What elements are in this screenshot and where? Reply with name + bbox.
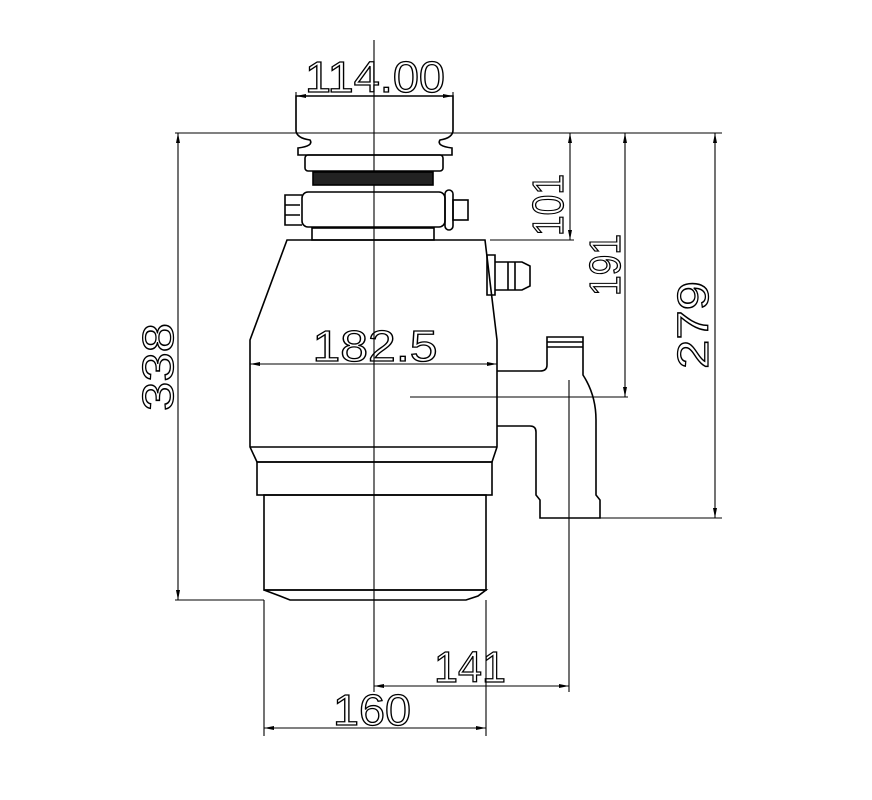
label-top-to-inlet: 101 [524,174,573,236]
dimension-labels: 114.00 182.5 101 191 279 338 141 160 [133,52,718,735]
label-body-width: 182.5 [313,322,438,371]
clamp-bolt [444,189,454,231]
label-flange-width: 114.00 [305,53,445,102]
dishwasher-inlet [486,254,531,296]
discharge-outlet [497,336,601,519]
sink-flange [295,95,454,156]
thread-ring [312,171,434,186]
label-top-to-outlet-bottom: 279 [669,281,718,369]
neck [311,227,435,241]
reference-lines [175,40,722,736]
mount-cup [304,154,444,172]
disposer-outline [249,95,601,601]
outlet-ribs [547,341,583,348]
label-top-to-outlet-center: 191 [581,234,630,296]
clamp-nut [452,199,469,221]
dimension-lines [176,94,717,730]
label-center-to-outlet: 141 [434,643,506,692]
label-base-width: 160 [333,686,411,735]
base-plate [263,589,489,601]
lower-housing [263,494,487,591]
label-overall-height: 338 [134,323,183,411]
clamp-tab [284,194,302,226]
